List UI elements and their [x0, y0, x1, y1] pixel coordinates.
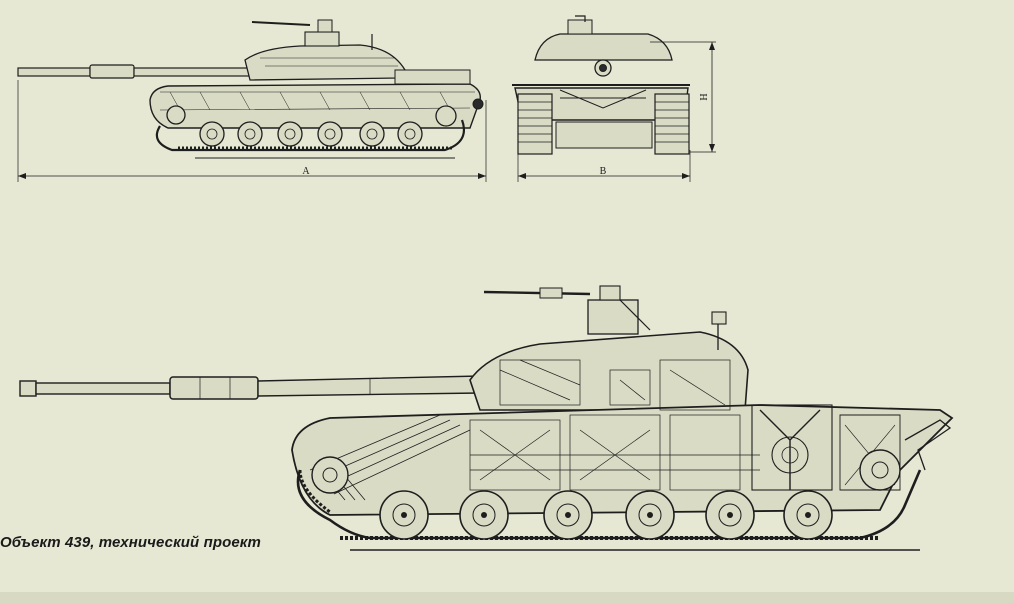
engine-block	[751, 404, 901, 491]
side-view	[17, 19, 484, 159]
dimension-length	[17, 80, 487, 182]
cutaway-view	[19, 285, 954, 551]
dimension-label-a: A	[302, 166, 310, 177]
dimension-width	[517, 150, 691, 182]
front-view	[512, 15, 690, 155]
dimension-height	[650, 41, 716, 153]
figure-caption: Объект 439, технический проект	[0, 534, 261, 551]
dimension-label-b: B	[600, 166, 607, 177]
dimension-label-h: H	[699, 93, 710, 100]
